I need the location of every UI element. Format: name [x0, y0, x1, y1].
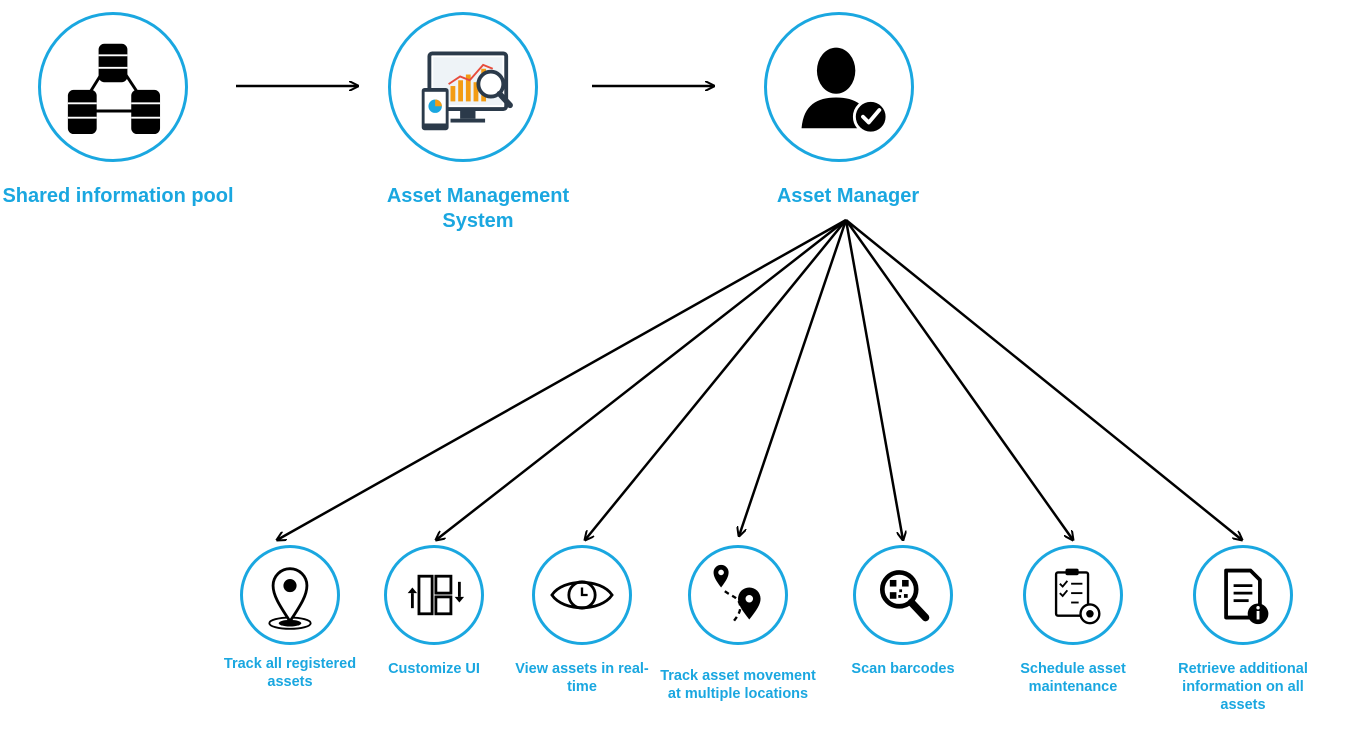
- feature-node-movement: [688, 545, 788, 645]
- analytics-dashboard-icon: [421, 51, 513, 131]
- database-network-icon: [67, 43, 161, 135]
- asset-manager-node: [764, 12, 914, 162]
- arrow-to-feature-1: [277, 218, 847, 540]
- feature-node-customize-ui: [384, 545, 484, 645]
- asset-system-label: Asset Management System: [386, 185, 570, 232]
- feature-label-track-registered: Track all registered assets: [223, 656, 357, 691]
- feature-node-track-registered: [240, 545, 340, 645]
- feature-label-customize-ui: Customize UI: [388, 661, 480, 677]
- arrow-to-feature-5: [844, 219, 903, 540]
- arrow-to-feature-2: [436, 219, 847, 540]
- feature-label-movement: Track asset movement at multiple locatio…: [660, 668, 816, 703]
- qr-search-icon: [879, 570, 930, 622]
- document-info-icon: [1224, 568, 1269, 625]
- arrow-to-feature-6: [844, 219, 1073, 540]
- feature-node-realtime: [532, 545, 632, 645]
- feature-label-scan: Scan barcodes: [851, 661, 955, 677]
- shared-pool-node: [38, 12, 188, 162]
- feature-node-info: [1193, 545, 1293, 645]
- verified-user-icon: [801, 47, 889, 135]
- feature-label-info: Retrieve additional information on all a…: [1178, 661, 1308, 714]
- feature-node-maintenance: [1023, 545, 1123, 645]
- location-pin-icon: [268, 567, 312, 630]
- checklist-gear-icon: [1054, 568, 1101, 625]
- feature-label-maintenance: Schedule asset maintenance: [1020, 661, 1126, 696]
- layout-customize-icon: [407, 574, 465, 616]
- asset-system-node: [388, 12, 538, 162]
- shared-pool-label: Shared information pool: [2, 185, 234, 207]
- feature-node-scan: [853, 545, 953, 645]
- arrow-to-feature-7: [845, 219, 1242, 540]
- arrow-to-feature-3: [585, 219, 847, 540]
- arrow-to-feature-4: [739, 219, 848, 536]
- route-pin-icon: [713, 564, 761, 624]
- eye-clock-icon: [550, 580, 614, 610]
- asset-manager-label: Asset Manager: [776, 185, 920, 207]
- feature-label-realtime: View assets in real-time: [515, 661, 649, 696]
